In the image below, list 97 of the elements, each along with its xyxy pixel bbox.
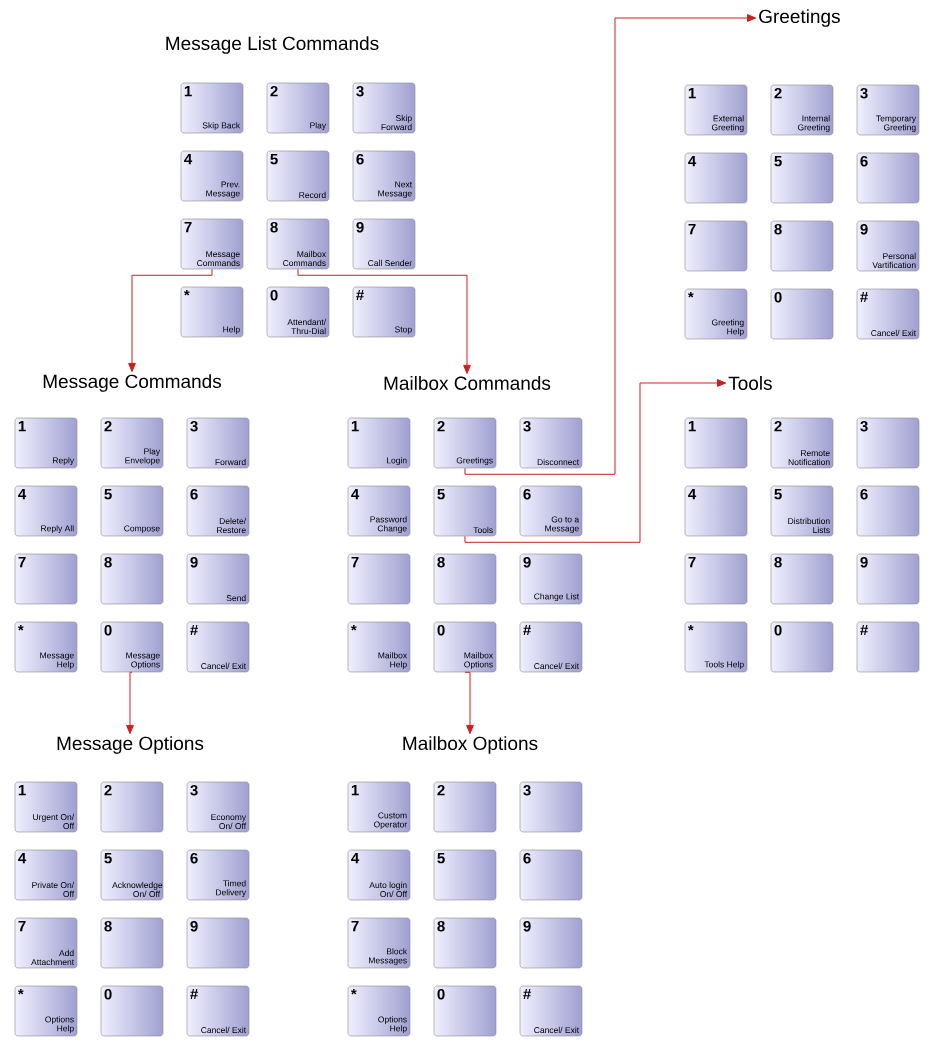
- keypad-key: 8: [770, 220, 834, 272]
- keypad-key: 5: [770, 152, 834, 204]
- arrow: [297, 268, 471, 374]
- keypad-key: 3 Temporary Greeting: [856, 84, 920, 136]
- keypad-key: 3 Forward: [186, 417, 250, 469]
- keypad-key: 2 Remote Notification: [770, 417, 834, 469]
- keypad-key: 7 Add Attachment: [14, 917, 78, 969]
- keypad-key: 5 Tools: [433, 485, 497, 537]
- keypad-key: 3: [856, 417, 920, 469]
- keypad-key: 8: [100, 917, 164, 969]
- heading: Greetings: [759, 9, 840, 27]
- keypad-key: 3 Economy On/ Off: [186, 781, 250, 833]
- keypad-key: 9 Change List: [519, 553, 583, 605]
- keypad-key: 3: [519, 781, 583, 833]
- keypad-key: 2 Play Envelope: [100, 417, 164, 469]
- keypad-key: 0: [100, 985, 164, 1037]
- keypad-key: 1 Login: [347, 417, 411, 469]
- keypad-key: 7: [684, 220, 748, 272]
- keypad-key: 4: [684, 152, 748, 204]
- keypad-key: 4 Reply All: [14, 485, 78, 537]
- keypad-key: 0 Attendant/ Thru-Dial: [266, 286, 330, 338]
- keypad-key: 7: [684, 553, 748, 605]
- keypad-key: # Cancel/ Exit: [519, 985, 583, 1037]
- keypad-key: * Help: [180, 286, 244, 338]
- keypad-key: 5 Compose: [100, 485, 164, 537]
- keypad-key: 6 Go to a Message: [519, 485, 583, 537]
- keypad-key: 4 Prev. Message: [180, 150, 244, 202]
- keypad-key: 5: [433, 849, 497, 901]
- keypad-key: 6: [519, 849, 583, 901]
- keypad-key: 3 Disconnect: [519, 417, 583, 469]
- keypad-key: * Mailbox Help: [347, 621, 411, 673]
- heading: Mailbox Commands: [384, 376, 551, 390]
- keypad-key: * Greeting Help: [684, 288, 748, 340]
- keypad-key: 4 Password Change: [347, 485, 411, 537]
- keypad-key: 9 Personal Vartification: [856, 220, 920, 272]
- keypad-key: 2 Internal Greeting: [770, 84, 834, 136]
- keypad-key: 7: [347, 553, 411, 605]
- keypad-key: # Stop: [352, 286, 416, 338]
- keypad-key: 0: [770, 288, 834, 340]
- keypad-key: 1 Skip Back: [180, 82, 244, 134]
- keypad-key: 6 Delete/ Restore: [186, 485, 250, 537]
- keypad-key: 2: [433, 781, 497, 833]
- keypad-key: 6: [856, 152, 920, 204]
- heading: Message Options: [57, 736, 204, 754]
- keypad-key: 5 Record: [266, 150, 330, 202]
- keypad-key: 7 Message Commands: [180, 218, 244, 270]
- keypad-key: 0: [770, 621, 834, 673]
- keypad-key: #: [856, 621, 920, 673]
- keypad-key: 2 Greetings: [433, 417, 497, 469]
- keypad-key: 0: [433, 985, 497, 1037]
- keypad-key: # Cancel/ Exit: [186, 621, 250, 673]
- keypad-key: 8: [433, 553, 497, 605]
- keypad-key: 9: [519, 917, 583, 969]
- keypad-key: 0 Message Options: [100, 621, 164, 673]
- keypad-key: 9: [856, 553, 920, 605]
- keypad-key: * Tools Help: [684, 621, 748, 673]
- keypad-key: 0 Mailbox Options: [433, 621, 497, 673]
- keypad-key: 2 Play: [266, 82, 330, 134]
- arrow: [464, 14, 757, 475]
- heading: Message List Commands: [166, 36, 379, 54]
- keypad-key: 4 Private On/ Off: [14, 849, 78, 901]
- keypad-key: 2: [100, 781, 164, 833]
- keypad-key: 1 Urgent On/ Off: [14, 781, 78, 833]
- keypad-key: 8: [770, 553, 834, 605]
- keypad-key: 5 Acknowledge On/ Off: [100, 849, 164, 901]
- keypad-key: 4: [684, 485, 748, 537]
- keypad-key: 1: [684, 417, 748, 469]
- keypad-key: 4 Auto login On/ Off: [347, 849, 411, 901]
- heading: Tools: [728, 376, 772, 390]
- keypad-key: * Options Help: [14, 985, 78, 1037]
- keypad-key: 6: [856, 485, 920, 537]
- keypad-key: 7: [14, 553, 78, 605]
- keypad-key: # Cancel/ Exit: [856, 288, 920, 340]
- keypad-key: 6 Next Message: [352, 150, 416, 202]
- keypad-key: 1 Custom Operator: [347, 781, 411, 833]
- keypad-key: 9 Send: [186, 553, 250, 605]
- heading: Message Commands: [43, 374, 222, 392]
- keypad-key: 9 Call Sender: [352, 218, 416, 270]
- arrow: [126, 671, 134, 735]
- keypad-key: * Message Help: [14, 621, 78, 673]
- keypad-key: 6 Timed Delivery: [186, 849, 250, 901]
- keypad-key: 8 Mailbox Commands: [266, 218, 330, 270]
- keypad-key: 8: [433, 917, 497, 969]
- keypad-key: 9: [186, 917, 250, 969]
- keypad-key: 5 Distribution Lists: [770, 485, 834, 537]
- arrow: [128, 268, 213, 373]
- heading: Mailbox Options: [403, 736, 538, 754]
- keypad-key: 3 Skip Forward: [352, 82, 416, 134]
- keypad-key: 7 Block Messages: [347, 917, 411, 969]
- keypad-key: 1 Reply: [14, 417, 78, 469]
- keypad-key: # Cancel/ Exit: [186, 985, 250, 1037]
- keypad-key: # Cancel/ Exit: [519, 621, 583, 673]
- keypad-key: 8: [100, 553, 164, 605]
- keypad-key: * Options Help: [347, 985, 411, 1037]
- arrow: [464, 379, 727, 543]
- keypad-key: 1 External Greeting: [684, 84, 748, 136]
- arrow: [464, 671, 474, 735]
